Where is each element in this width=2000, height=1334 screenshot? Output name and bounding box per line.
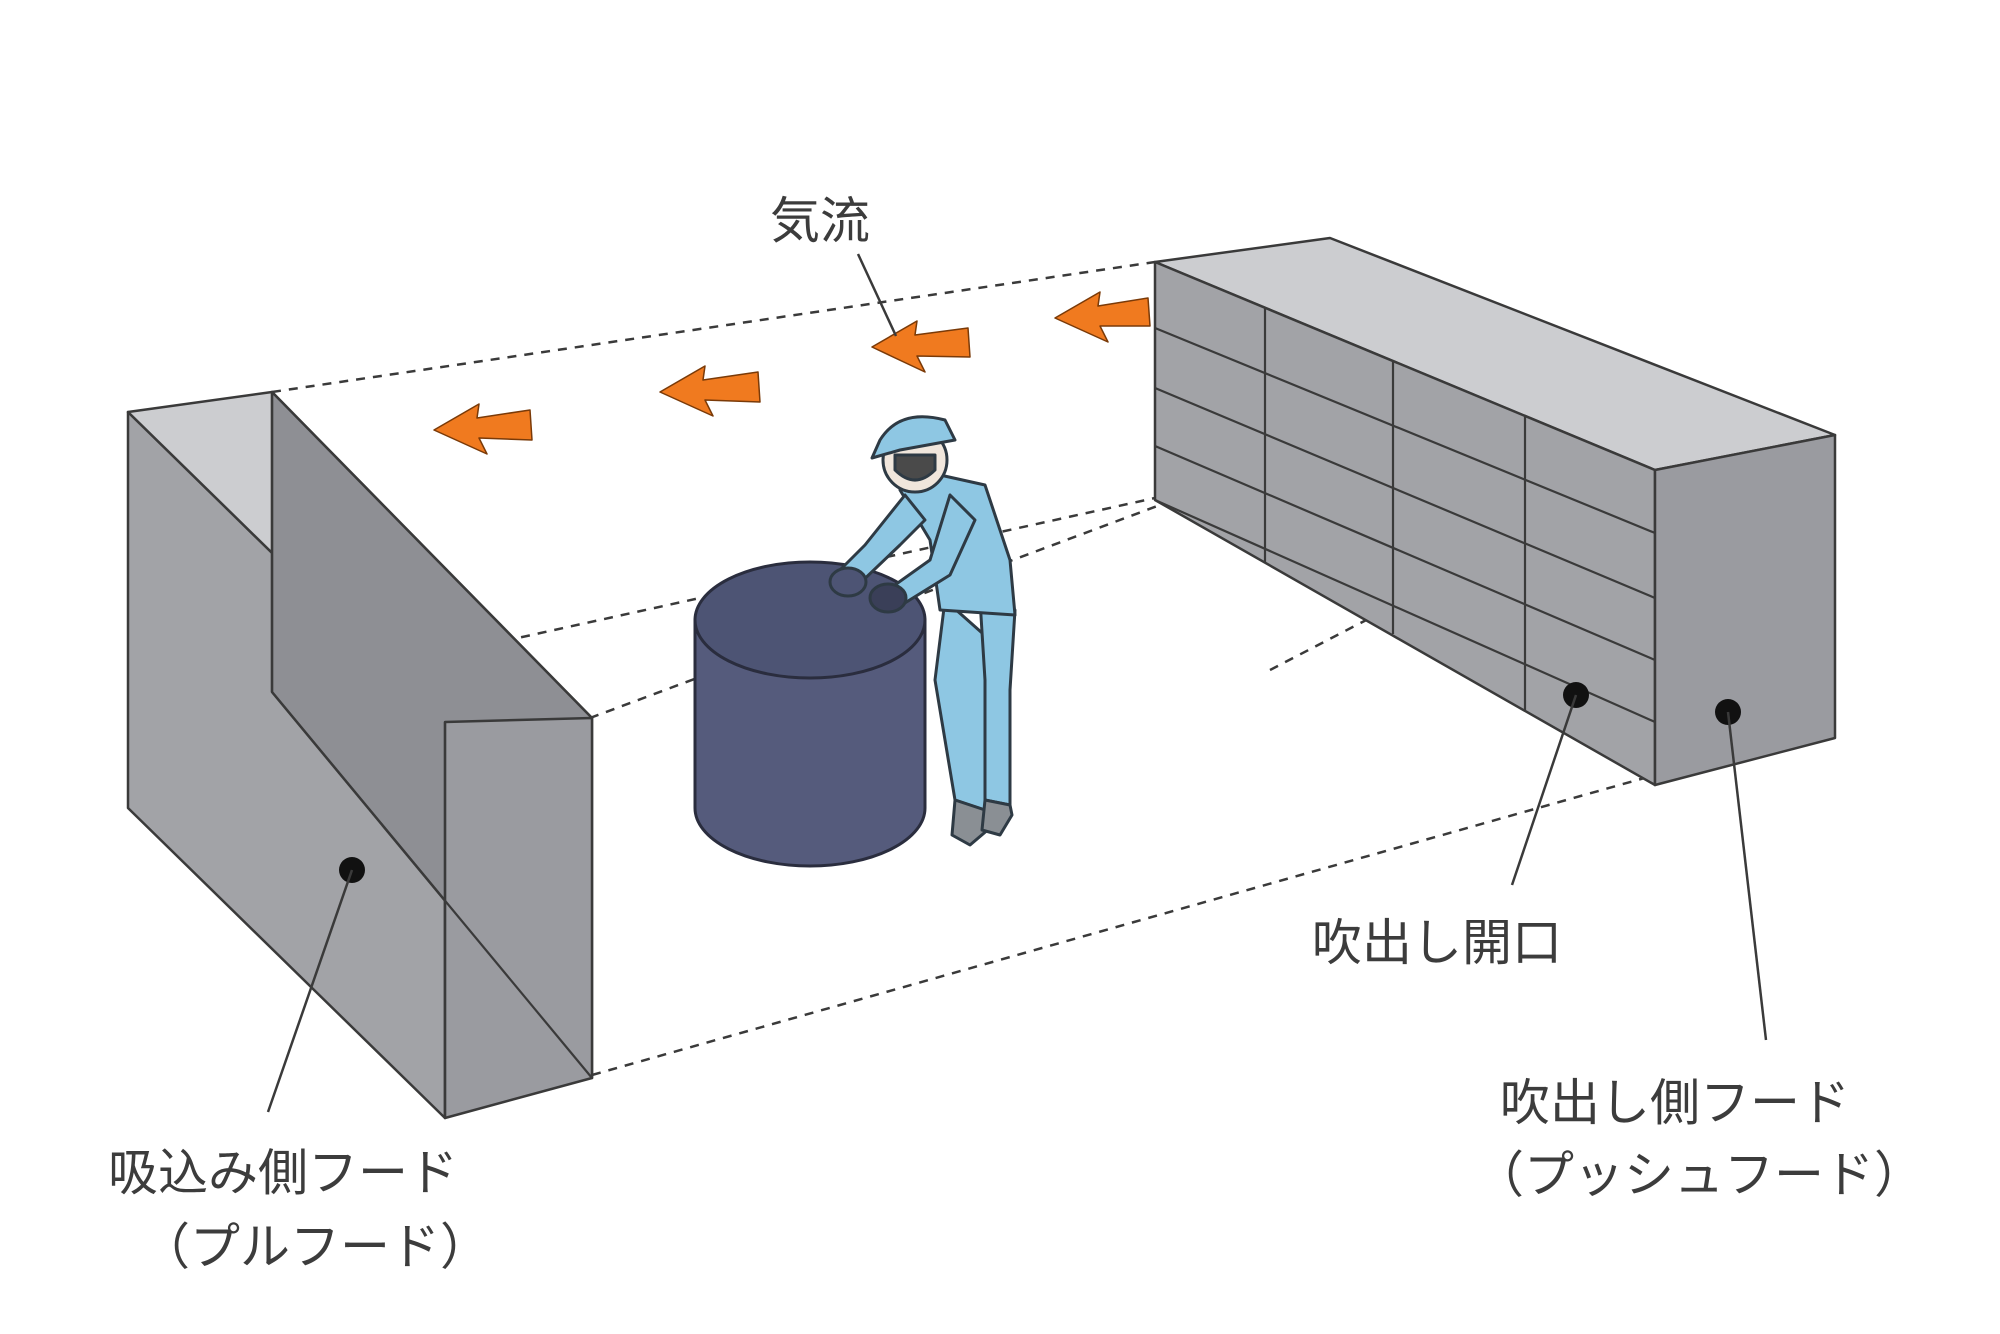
worker [828, 415, 1017, 847]
pull-hood-label-line2: （プルフード） [140, 1218, 490, 1276]
push-hood-leader [1726, 711, 1768, 1041]
pull-hood-leader [266, 869, 354, 1113]
drum [693, 560, 927, 868]
push-hood-label-line2: （プッシュフード） [1474, 1146, 1924, 1204]
pull-hood-label-line1: 吸込み側フード [108, 1144, 458, 1202]
airflow-arrow-icon [871, 320, 971, 373]
outlet-leader [1510, 694, 1578, 886]
airflow-label: 気流 [770, 192, 870, 250]
airflow-arrows [433, 291, 1151, 455]
push-hood [1153, 236, 1837, 787]
airflow-arrow-icon [433, 403, 533, 455]
pull-hood [126, 390, 594, 1120]
airflow-leader [856, 253, 898, 337]
push-hood-label-line1: 吹出し側フード [1500, 1074, 1850, 1132]
outlet-label: 吹出し開口 [1312, 914, 1562, 972]
leader-lines [266, 253, 1768, 1113]
airflow-arrow-icon [659, 365, 761, 417]
airflow-arrow-icon [1054, 291, 1151, 343]
